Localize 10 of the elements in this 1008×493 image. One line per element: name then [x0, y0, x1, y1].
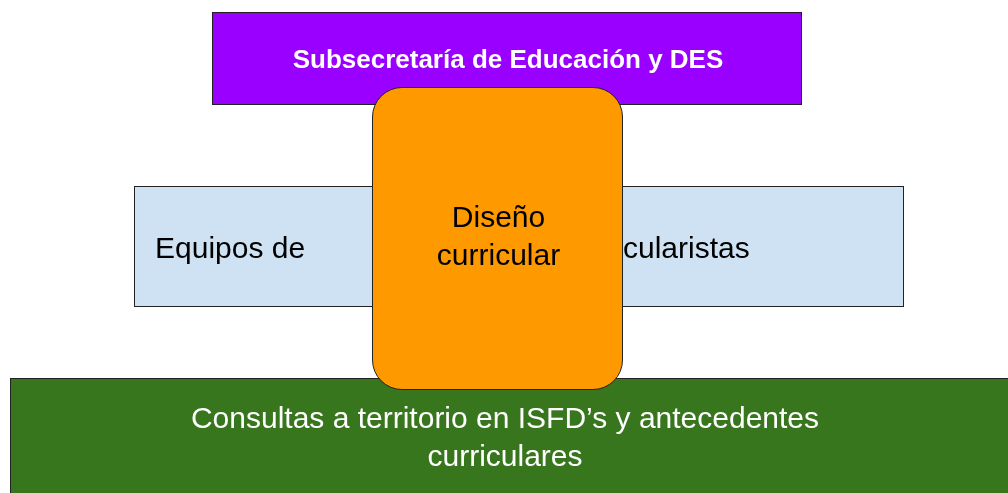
team-box [623, 186, 904, 307]
node-label: Subsecretaría de Educación y DES [291, 43, 725, 77]
node-label: Consultas a territorio en ISFD’s y antecedentes curriculares [189, 400, 821, 474]
heading-box [212, 12, 802, 105]
node-label: Equipos de [155, 229, 307, 266]
base-band [10, 378, 1008, 493]
node-label: cularistas [623, 229, 751, 266]
design-box [372, 87, 623, 390]
node-label: Diseño curricular [435, 199, 562, 273]
team-box [134, 186, 372, 307]
